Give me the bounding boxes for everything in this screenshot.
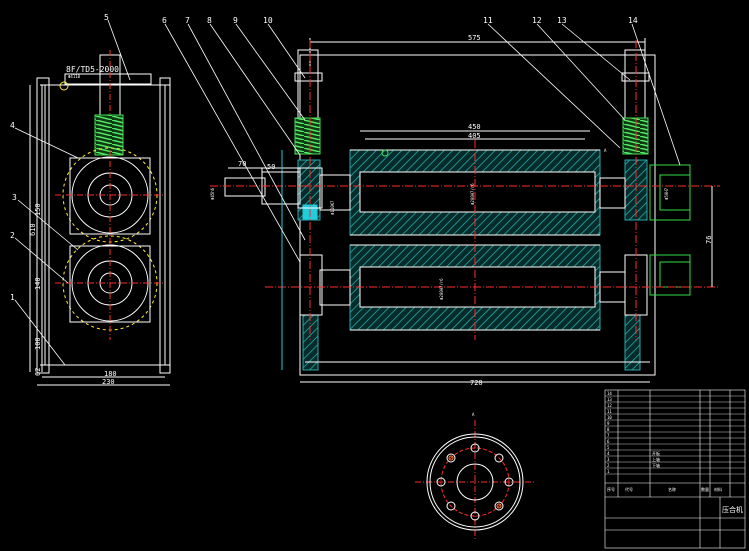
name-cell-plate: 开板 [652, 450, 660, 456]
row-num-7: 7 [607, 433, 610, 438]
row-num-11: 11 [607, 409, 612, 414]
upper-hub [649, 164, 691, 221]
part-label-8: 8 [207, 16, 212, 25]
dim-50: 50 [267, 163, 275, 171]
dim-150: 150 [34, 203, 42, 216]
dim-610: 610 [29, 223, 37, 236]
side-view [29, 50, 171, 386]
mark-a: A [604, 148, 607, 153]
lower-hub [649, 254, 691, 296]
header-qty: 数量 [701, 486, 709, 492]
part-leaders [14, 19, 681, 366]
dim-70: 70 [238, 160, 246, 168]
dim-450: 450 [468, 123, 481, 131]
dim-720: 720 [470, 379, 483, 387]
title-block-text: 14 13 12 11 10 9 8 7 6 5 4 3 2 1 序号 代号 名… [607, 391, 743, 514]
row-num-9: 9 [607, 421, 610, 426]
header-material: 材料 [714, 486, 722, 492]
dim-62: 62 [34, 368, 42, 376]
front-spring-left [294, 117, 321, 155]
title-block-company: 压合机 [722, 505, 743, 514]
part-numbers: 1 2 3 4 5 6 7 8 9 10 11 12 13 14 [10, 13, 638, 302]
part-label-11: 11 [483, 16, 493, 25]
detail-label: A [472, 412, 475, 417]
part-label-2: 2 [10, 231, 15, 240]
row-num-12: 12 [607, 403, 612, 408]
dim-hub-dia: Φ50H7 [664, 187, 669, 200]
row-num-5: 5 [607, 445, 610, 450]
dim-140: 140 [34, 277, 42, 290]
part-label-10: 10 [263, 16, 273, 25]
dim-180: 180 [104, 370, 117, 378]
dim-roll-upper: Φ200H7/r6 [470, 183, 475, 205]
title-block-rows [605, 395, 745, 475]
part-label-7: 7 [185, 16, 190, 25]
dim-230: 230 [102, 378, 115, 386]
dim-76: 76 [705, 236, 713, 244]
row-num-8: 8 [607, 427, 610, 432]
part-label-4: 4 [10, 121, 15, 130]
header-index: 序号 [607, 486, 615, 492]
row-num-1: 1 [607, 469, 610, 474]
row-num-13: 13 [607, 397, 612, 402]
dim-100: 100 [34, 337, 42, 350]
part-label-14: 14 [628, 16, 638, 25]
row-num-3: 3 [607, 457, 610, 462]
part-label-13: 13 [557, 16, 567, 25]
front-view [210, 38, 720, 383]
part-label-12: 12 [532, 16, 542, 25]
side-spec-label: 8F/TD5-2000 [66, 65, 119, 74]
detail-view-a [415, 420, 535, 540]
part-label-3: 3 [12, 193, 17, 202]
dim-bore-dia: Φ110K7 [330, 200, 335, 215]
dim-shaft-dia: Φ45h6 [210, 187, 215, 200]
part-label-1: 1 [10, 293, 15, 302]
drive-shaft [224, 177, 266, 197]
name-cell-upper-shaft: 上轴 [652, 456, 660, 462]
header-code: 代号 [625, 486, 633, 492]
row-num-2: 2 [607, 463, 610, 468]
title-block [604, 389, 746, 549]
row-num-10: 10 [607, 415, 612, 420]
row-num-4: 4 [607, 451, 610, 456]
part-label-6: 6 [162, 16, 167, 25]
row-num-6: 6 [607, 439, 610, 444]
name-cell-lower-shaft: 下轴 [652, 462, 660, 468]
dim-575: 575 [468, 34, 481, 42]
dim-405: 405 [468, 132, 481, 140]
dim-roll-lower: Φ200H7/r6 [439, 278, 444, 300]
row-num-14: 14 [607, 391, 612, 396]
header-name: 名称 [668, 486, 676, 492]
part-label-9: 9 [233, 16, 238, 25]
side-spring-dia: Φ4110 [68, 74, 81, 79]
part-label-5: 5 [104, 13, 109, 22]
